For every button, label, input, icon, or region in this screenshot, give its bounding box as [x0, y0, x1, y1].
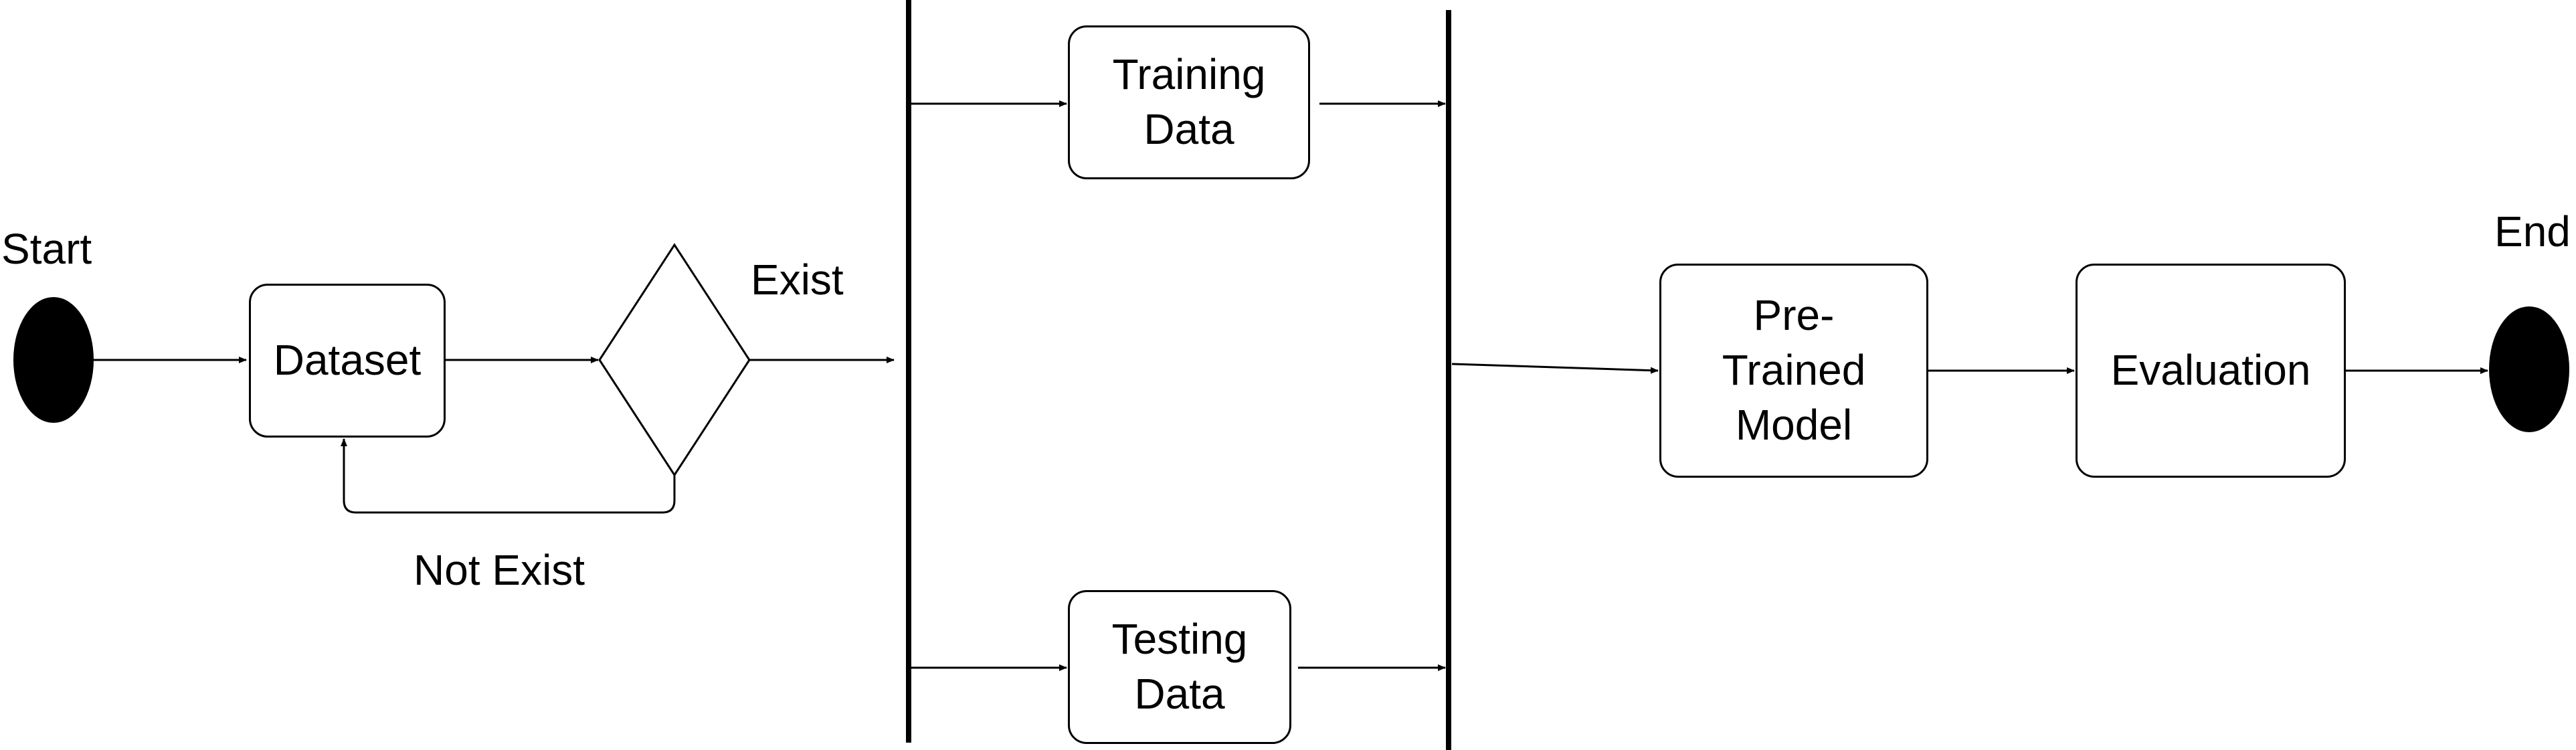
pretrained-model-label-line3: Model	[1735, 400, 1853, 449]
start-node	[13, 297, 94, 423]
start-label: Start	[1, 225, 92, 273]
evaluation-label: Evaluation	[2110, 346, 2311, 395]
training-data-label-line2: Data	[1143, 105, 1234, 153]
testing-data-label-line2: Data	[1134, 670, 1225, 718]
dataset-label: Dataset	[273, 336, 422, 385]
edge-not-exist-loop	[341, 438, 676, 514]
pretrained-model-label-line1: Pre-	[1753, 291, 1835, 340]
testing-data-node: Testing Data	[1068, 590, 1291, 744]
edge-join-to-model	[1451, 363, 1659, 374]
not-exist-label: Not Exist	[413, 546, 585, 594]
end-node	[2489, 306, 2569, 432]
training-data-label-line1: Training	[1112, 50, 1266, 99]
evaluation-node: Evaluation	[2076, 264, 2346, 478]
dataset-node: Dataset	[249, 284, 446, 438]
pretrained-model-node: Pre- Trained Model	[1659, 264, 1928, 478]
training-data-node: Training Data	[1068, 25, 1310, 179]
end-label: End	[2494, 207, 2571, 256]
decision-diamond	[598, 243, 751, 477]
testing-data-label-line1: Testing	[1111, 615, 1248, 664]
pretrained-model-label-line2: Trained	[1722, 346, 1866, 395]
exist-label: Exist	[751, 256, 844, 304]
